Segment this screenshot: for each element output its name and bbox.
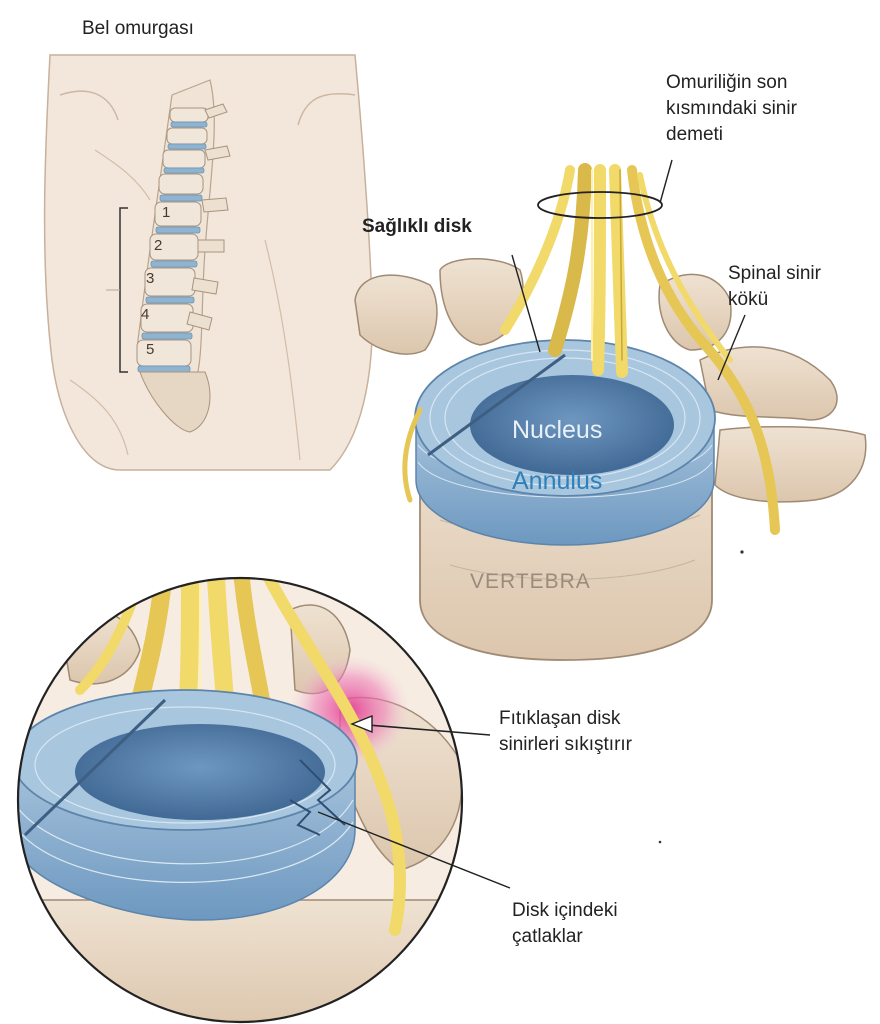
torso-illustration	[43, 54, 374, 471]
nerve-bundle	[402, 163, 780, 535]
label-vertebra: VERTEBRA	[470, 570, 591, 593]
cauda-equina-marker	[537, 191, 663, 219]
herniation-arrow	[350, 714, 491, 736]
label-healthy-disc: Sağlıklı disk	[362, 216, 472, 237]
label-lumbar-spine: Bel omurgası	[82, 18, 194, 39]
vertebra-number-4: 4	[141, 306, 150, 323]
label-herniated-disc: Fıtıklaşan disk sinirleri sıkıştırır	[499, 708, 632, 755]
herniated-disc-inset	[16, 576, 464, 1024]
vertebra-number-3: 3	[146, 270, 155, 287]
label-cauda-equina: Omuriliğin son kısmındaki sinir demeti	[666, 72, 797, 145]
spine-column	[106, 79, 231, 433]
vertebra-number-5: 5	[146, 341, 155, 358]
label-spinal-nerve-root: Spinal sinir kökü	[728, 263, 821, 310]
label-nucleus: Nucleus	[512, 416, 603, 444]
label-annulus: Annulus	[512, 467, 603, 495]
label-disc-cracks: Disk içindeki çatlaklar	[512, 900, 618, 947]
healthy-disc-graphic	[414, 339, 716, 546]
vertebra-number-2: 2	[154, 237, 163, 254]
vertebra-number-1: 1	[162, 204, 171, 221]
leader-lines	[317, 159, 746, 889]
